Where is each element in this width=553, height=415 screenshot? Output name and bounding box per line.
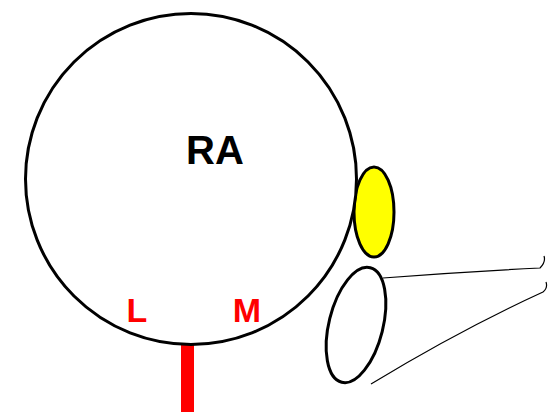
chamber-name: RA bbox=[186, 130, 244, 170]
lateral-label: L bbox=[127, 293, 148, 327]
atrium-outline bbox=[24, 12, 358, 346]
yellow-structure bbox=[354, 167, 394, 257]
medial-label: M bbox=[233, 293, 261, 327]
vessel-wall bbox=[371, 282, 547, 384]
vessel-opening bbox=[316, 261, 397, 389]
atrium-circle: RA bbox=[24, 12, 358, 346]
vessel-wall bbox=[383, 256, 545, 278]
atrium-outline bbox=[26, 14, 357, 345]
